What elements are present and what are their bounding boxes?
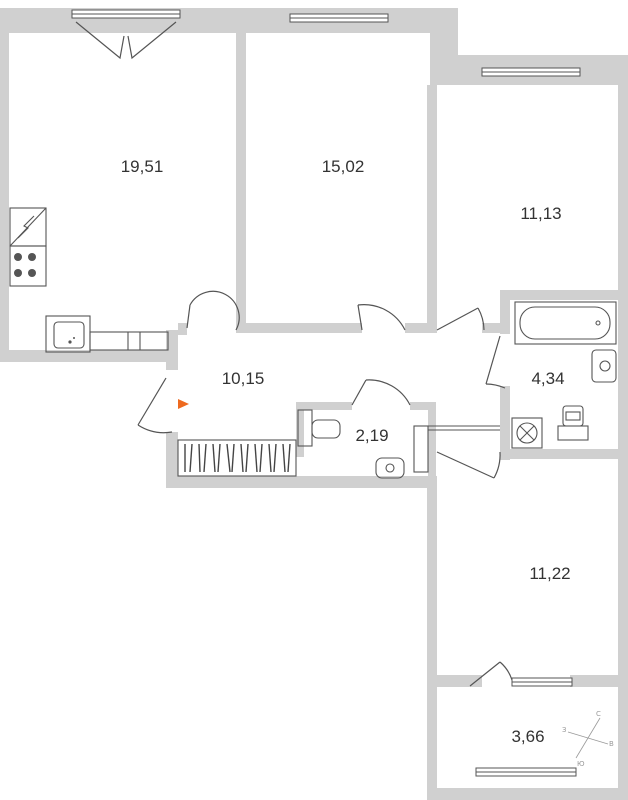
room-area-bedroom-3: 11,22 <box>529 564 571 583</box>
compass-icon <box>567 717 609 759</box>
room-area-bedroom-2: 11,13 <box>520 204 562 223</box>
stove-burners <box>14 253 36 277</box>
bath-fixtures <box>413 301 617 473</box>
sink-mark <box>68 337 75 344</box>
wardrobe-hangers <box>184 443 291 473</box>
window-mullions <box>72 13 580 773</box>
room-area-bedroom-1: 15,02 <box>321 157 365 176</box>
room-area-toilet: 2,19 <box>355 426 389 445</box>
compass-west: З <box>562 726 567 734</box>
compass-east: В <box>609 740 614 748</box>
entrance-arrow-icon <box>178 399 189 409</box>
compass-south: Ю <box>577 760 585 768</box>
walls <box>0 8 628 800</box>
room-area-hallway: 10,15 <box>221 369 265 388</box>
compass-north: С <box>596 710 601 718</box>
kitchen-fixtures <box>9 207 169 353</box>
room-area-kitchen-living: 19,51 <box>120 157 164 176</box>
wc-fixtures <box>297 409 405 479</box>
room-area-balcony: 3,66 <box>511 727 545 746</box>
doors <box>137 290 513 687</box>
room-area-bathroom: 4,34 <box>531 369 565 388</box>
kitchen-french-door <box>75 21 177 60</box>
wardrobe <box>177 439 297 477</box>
